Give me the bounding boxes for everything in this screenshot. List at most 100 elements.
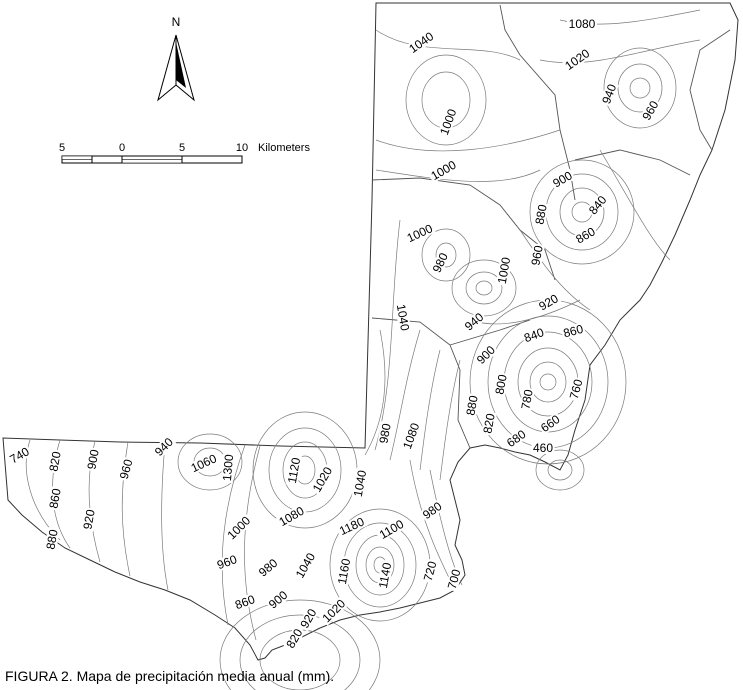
contour-label-background xyxy=(319,596,349,626)
contour-label-background xyxy=(376,559,394,592)
contour-label: 840 xyxy=(585,192,610,218)
scale-bar: 5 0 5 10 Kilometers xyxy=(59,142,310,164)
contour-label-text: 760 xyxy=(567,377,586,400)
contour-label: 1120 xyxy=(285,454,303,487)
contour-label: 900 xyxy=(84,447,102,472)
contour-label-text: 460 xyxy=(533,441,553,455)
contour-label: 900 xyxy=(473,342,499,368)
contour-label-text: 700 xyxy=(445,567,464,590)
contour-label: 1000 xyxy=(403,221,436,245)
contour-label: 880 xyxy=(463,393,481,418)
contour-label-text: 1040 xyxy=(394,303,412,332)
contour-label-background xyxy=(493,372,509,397)
contour-label-background xyxy=(351,467,369,500)
scale-unit: Kilometers xyxy=(258,142,310,154)
contour-label-background xyxy=(394,301,412,334)
contour-label: 1040 xyxy=(394,301,412,334)
contour-label-text: 1080 xyxy=(569,17,596,31)
contour-label-background xyxy=(572,224,599,247)
contour-label: 760 xyxy=(567,376,586,402)
contour-label-text: 860 xyxy=(562,322,585,341)
contour-label: 700 xyxy=(445,566,464,592)
contour-label-background xyxy=(117,456,135,482)
contour-label-background xyxy=(464,393,480,418)
contour-label: 920 xyxy=(80,507,98,532)
contour-label-background xyxy=(275,503,308,530)
contour-label: 980 xyxy=(429,249,451,276)
contour-label-background xyxy=(405,29,438,57)
contour-label-background xyxy=(437,105,459,139)
contour-label-background xyxy=(639,97,662,124)
scale-tick-label: 5 xyxy=(59,142,65,154)
contour-label-text: 920 xyxy=(80,508,97,530)
contour-label-background xyxy=(567,18,597,30)
contour-label-background xyxy=(255,555,281,580)
contour-label-background xyxy=(429,249,451,276)
contour-label-text: 860 xyxy=(233,592,257,612)
contour-label-text: 980 xyxy=(420,499,445,522)
contour-label-text: 900 xyxy=(84,448,101,470)
contour-label-text: 860 xyxy=(46,487,63,509)
figure-caption: FIGURA 2. Mapa de precipitación media an… xyxy=(5,668,335,684)
contour-labels: 1040 1080 1020 940 960 1000 1000 900 840 880 860 10… xyxy=(6,17,662,652)
contour-label-background xyxy=(535,291,562,314)
contour-label-background xyxy=(44,527,60,552)
contour-label: 980 xyxy=(419,499,446,523)
contour-label: 1080 xyxy=(567,17,597,31)
district-line xyxy=(574,149,691,176)
contour-label-background xyxy=(421,558,439,584)
contour-label-text: 1160 xyxy=(335,557,353,585)
contour-label-text: 1000 xyxy=(495,256,513,285)
contour-label-text: 820 xyxy=(480,412,497,434)
contour-label-background xyxy=(567,376,585,402)
north-label: N xyxy=(172,15,181,29)
contour-label-text: 680 xyxy=(504,427,529,450)
contour-label-background xyxy=(214,552,240,572)
contour-label: 1000 xyxy=(437,105,459,139)
contour-label-text: 960 xyxy=(215,552,239,572)
contour-label: 860 xyxy=(572,224,599,247)
contour-label: 1000 xyxy=(495,254,513,287)
contour-label: 820 xyxy=(283,625,306,652)
contour-label-text: 780 xyxy=(518,388,535,410)
contour-label-text: 960 xyxy=(528,244,545,266)
contour-label: 960 xyxy=(117,456,136,482)
contour-label-text: 720 xyxy=(421,559,440,582)
contour-label-text: 820 xyxy=(46,450,63,472)
contour-label-text: 1140 xyxy=(376,561,394,589)
scale-tick-label: 10 xyxy=(236,142,248,154)
contour-label: 840 xyxy=(521,325,547,345)
contour-label: 1000 xyxy=(224,513,254,543)
contour-label: 800 xyxy=(492,372,510,397)
contour-label-background xyxy=(377,421,393,446)
contour-label-background xyxy=(549,168,576,191)
contour-label: 980 xyxy=(255,555,281,580)
contour-label: 980 xyxy=(376,421,394,446)
contour-label: 1040 xyxy=(351,467,369,500)
contour-label-text: 960 xyxy=(117,457,136,480)
contour-label-background xyxy=(309,463,336,496)
north-arrow: N xyxy=(157,15,195,102)
contour-label: 1020 xyxy=(319,596,349,626)
contour-label-background xyxy=(561,46,594,74)
contour-label: 1020 xyxy=(309,463,336,496)
contour-label-background xyxy=(220,452,236,484)
contour-label-text: 1300 xyxy=(220,454,236,482)
district-line xyxy=(371,317,471,449)
contour-label: 880 xyxy=(43,527,61,552)
contour-label: 820 xyxy=(480,411,498,436)
contour-label: 920 xyxy=(297,605,320,632)
contour-label-text: 880 xyxy=(532,203,549,225)
contour-label-text: 840 xyxy=(522,325,546,345)
contour-label: 740 xyxy=(6,444,33,466)
contour-label: 820 xyxy=(46,449,64,474)
contour-lines xyxy=(25,9,701,690)
contour-label: 940 xyxy=(599,81,619,107)
region-boundary xyxy=(2,2,739,661)
contour-label-background xyxy=(427,157,460,184)
contour-label: 1140 xyxy=(376,559,394,592)
contour-label: 1160 xyxy=(335,555,353,588)
contour-label: 1040 xyxy=(293,549,318,582)
contour-label: 900 xyxy=(549,168,576,191)
contour-label-background xyxy=(224,513,254,543)
